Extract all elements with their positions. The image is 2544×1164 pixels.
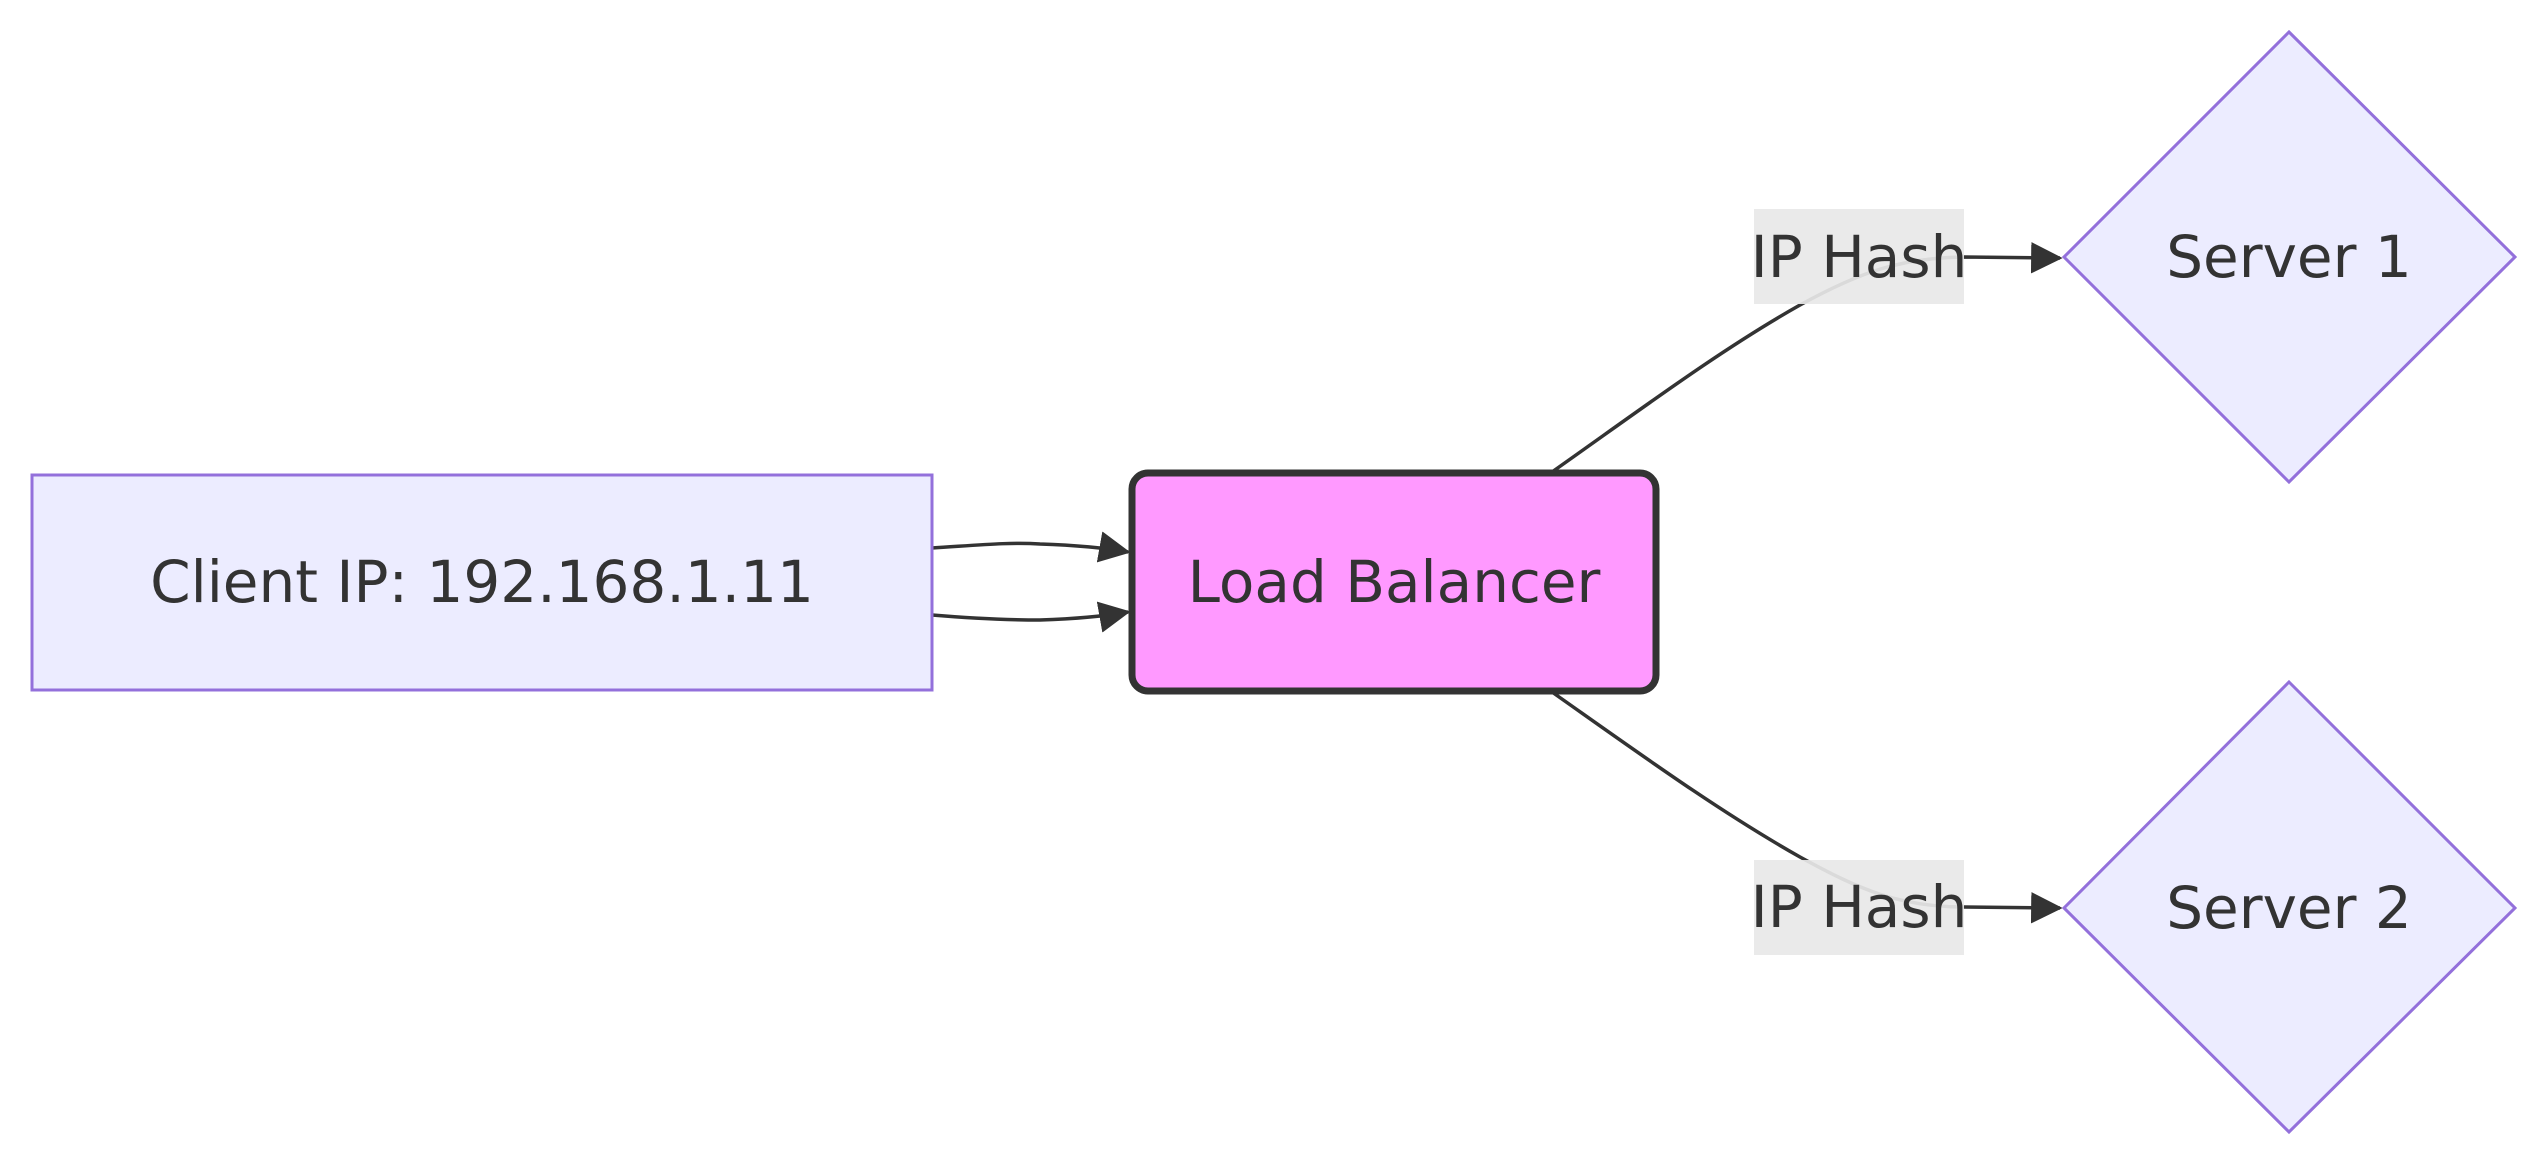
node-client-box [30, 473, 934, 692]
node-client-label: Client IP: 192.168.1.11 [150, 548, 814, 616]
edge-client-to-lb-2 [931, 601, 1131, 633]
edge-label-background [1754, 860, 1964, 955]
edge-label-server2: IP Hash [1751, 860, 1968, 955]
edge-client-to-lb-1 [931, 531, 1131, 563]
edge-label-text: IP Hash [1751, 223, 1968, 291]
edge-label-text: IP Hash [1751, 873, 1968, 941]
node-server-2-diamond [2061, 679, 2518, 1135]
node-client: Client IP: 192.168.1.11 [30, 473, 934, 692]
node-load-balancer: Load Balancer [1128, 469, 1660, 695]
edge-label-server1: IP Hash [1751, 209, 1968, 304]
node-load-balancer-label: Load Balancer [1188, 548, 1601, 616]
node-server-2-label: Server 2 [2166, 874, 2412, 942]
node-server-1-label: Server 1 [2166, 223, 2412, 291]
node-load-balancer-box [1128, 469, 1660, 695]
edge-label-background [1754, 209, 1964, 304]
node-server-1-diamond [2061, 29, 2518, 485]
node-server-1: Server 1 [2061, 29, 2518, 485]
node-server-2: Server 2 [2061, 679, 2518, 1135]
